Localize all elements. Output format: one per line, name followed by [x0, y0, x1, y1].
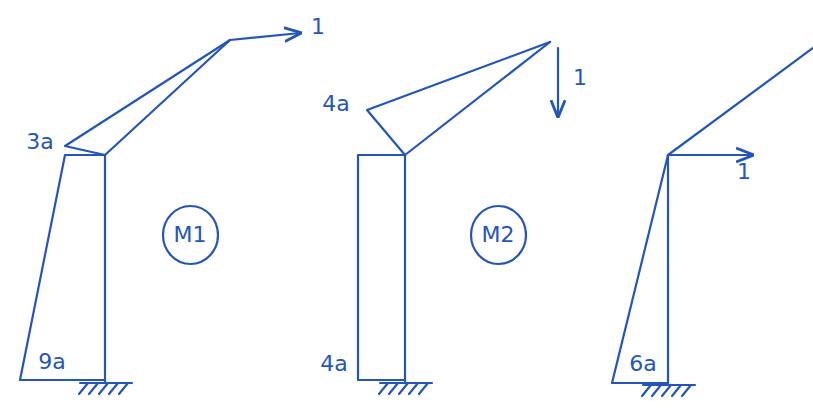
frame-1 [20, 33, 300, 394]
diagram-name: M2 [481, 224, 514, 246]
dimension-label: 3a [26, 131, 53, 153]
diagram-name-circle: M1 [161, 204, 220, 266]
dimension-label: 1 [573, 67, 587, 89]
dimension-label: 6a [629, 353, 656, 375]
diagram-name-circle: M2 [469, 204, 528, 266]
frame-3 [612, 48, 813, 396]
dimension-label: 1 [311, 16, 325, 38]
frame-2 [358, 42, 558, 394]
dimension-label: 9a [38, 351, 65, 373]
dimension-label: 4a [320, 353, 347, 375]
dimension-label: 1 [737, 161, 751, 183]
diagram-name: M1 [173, 224, 206, 246]
dimension-label: 4a [322, 93, 349, 115]
